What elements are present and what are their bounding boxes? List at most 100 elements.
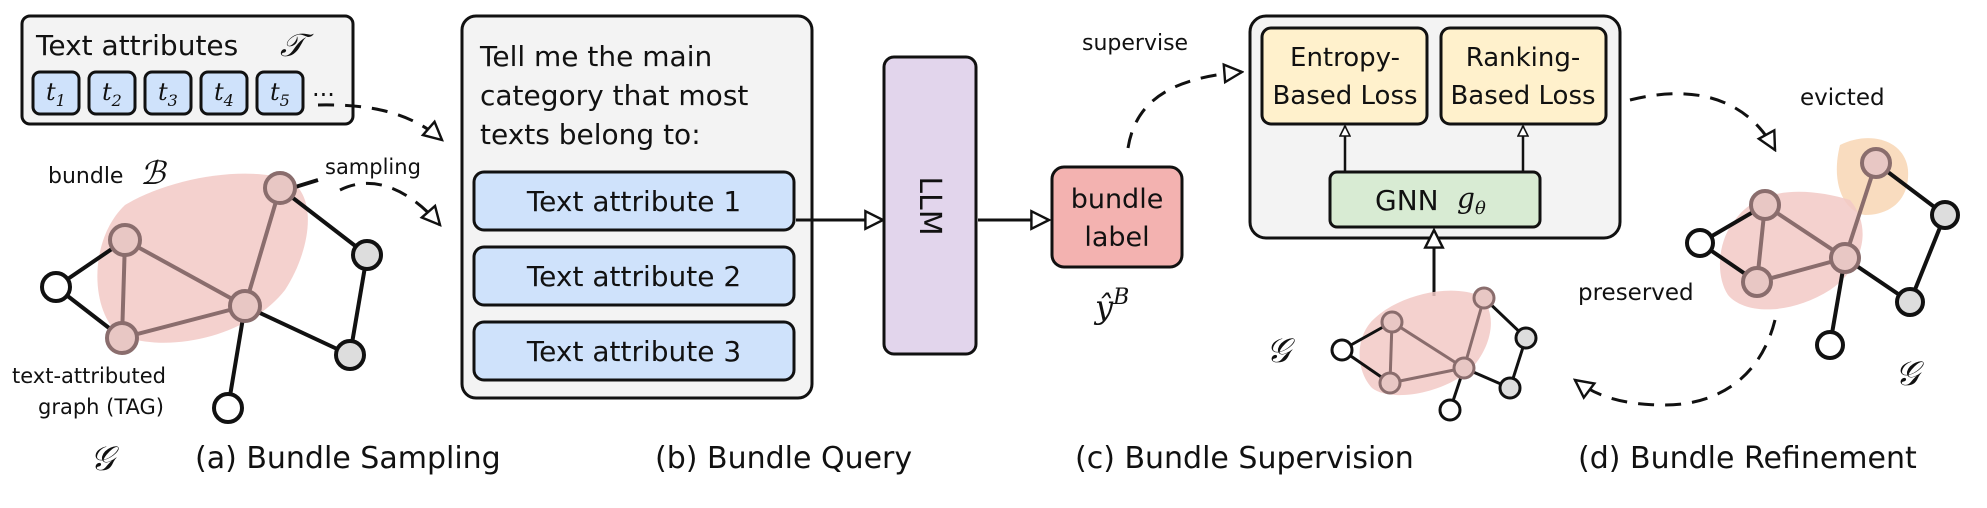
token-base: t [102,78,112,106]
token-base: t [270,78,280,106]
prompt-line-1: Tell me the main [479,40,712,73]
yhat-symbol: ŷB [1093,285,1129,326]
graph-node [1498,376,1522,400]
sampling-label: sampling [325,155,421,179]
graph-node [40,271,72,303]
token-sub: 3 [168,91,178,110]
attribute-label: Text attribute 1 [526,185,741,218]
preserved-label: preserved [1578,280,1694,306]
token-item: t4 [199,70,249,116]
graph-symbol-d: 𝒢 [1895,354,1924,394]
graph-node [1378,371,1402,395]
token-sub: 5 [280,91,290,110]
token-base: t [214,78,224,106]
graph-node [1741,266,1773,298]
ranking-loss-box [1439,26,1608,126]
attribute-label: Text attribute 2 [526,260,741,293]
graph-node [1514,326,1538,350]
token-list: t1 t2 t3 t4 t5 [31,70,305,116]
refine-arrow-top [1629,92,1777,150]
svg-text:t2: t2 [102,78,122,110]
prompt-line-2: category that most [480,79,748,112]
attribute-item: Text attribute 2 [472,245,796,307]
gnn-box [1328,170,1542,229]
graph-node [1330,338,1354,362]
bundle-symbol: ℬ [140,154,168,192]
bundle-label-line2: label [1084,222,1149,253]
graph-node [212,392,244,424]
tag-graph [40,171,383,424]
attribute-item: Text attribute 1 [472,170,796,232]
gnn-symbol: gθ [1457,182,1486,219]
graph-node [1438,398,1462,422]
ranking-line1: Ranking- [1466,43,1581,73]
supervise-label: supervise [1082,31,1188,56]
graph-node [1452,356,1476,380]
text-attributes-title: Text attributes [35,29,238,62]
graph-symbol-a: 𝒢 [90,439,119,479]
graph-node [263,171,297,205]
graph-node [1815,330,1845,360]
refine-arrow-bottom [1575,319,1777,407]
entropy-loss-box [1260,26,1429,126]
token-base: t [46,78,56,106]
graph-node [1930,200,1960,230]
token-base: t [158,78,168,106]
graph-node [105,321,139,355]
llm-label: LLM [912,176,947,235]
token-sub: 1 [56,91,66,110]
svg-text:t3: t3 [158,78,178,110]
tag-label-line1: text-attributed [12,364,166,388]
yhat-sup: B [1112,285,1129,310]
svg-text:t4: t4 [214,78,234,110]
token-sub: 2 [111,91,122,110]
attribute-label: Text attribute 3 [526,335,741,368]
graph-node [1380,310,1404,334]
token-sub: 4 [223,91,234,110]
entropy-line2: Based Loss [1272,81,1417,111]
graph-node [1895,287,1925,317]
graph-c [1330,286,1538,422]
gnn-symbol-base: g [1457,182,1475,215]
ranking-line2: Based Loss [1450,81,1595,111]
llm-box [882,55,978,356]
graph-node [228,289,262,323]
bundle-label-box [1050,165,1184,269]
tokens-to-query-arrow [317,103,442,140]
graph-node [1829,242,1861,274]
caption-b: (b) Bundle Query [655,441,912,476]
token-ellipsis: ... [312,74,335,102]
panel-d-bundle-refinement: evicted preserved 𝒢 (d) Bundle Refin [1575,85,1960,476]
token-item: t1 [31,70,81,116]
token-item: t2 [87,70,137,116]
svg-text:t5: t5 [270,78,290,110]
entropy-line1: Entropy- [1290,43,1400,73]
panel-c-bundle-supervision: bundle label ŷB supervise Entropy- Based… [1050,14,1622,476]
token-item: t5 [255,70,305,116]
yhat-base: ŷ [1093,288,1114,326]
svg-text:t1: t1 [46,78,66,110]
panel-b-bundle-query: Tell me the main category that most text… [460,14,1049,476]
graph-symbol-c: 𝒢 [1266,331,1295,371]
bundle-label-line1: bundle [1071,184,1164,215]
graph-d [1685,138,1960,360]
evicted-label: evicted [1800,85,1885,111]
graph-node [1860,147,1892,179]
caption-a: (a) Bundle Sampling [195,441,501,476]
graph-node [351,239,383,271]
sampling-arrow [339,182,440,225]
panel-a-bundle-sampling: Text attributes 𝒯 t1 t2 t3 t4 t5 [12,14,501,479]
graph-node [1749,189,1781,221]
attribute-item: Text attribute 3 [472,320,796,382]
supervise-arrow [1126,72,1242,149]
tag-label-line2: graph (TAG) [38,395,164,419]
caption-d: (d) Bundle Refinement [1578,441,1917,476]
gnn-symbol-sub: θ [1475,198,1486,219]
caption-c: (c) Bundle Supervision [1075,441,1414,476]
graph-node [1685,228,1715,258]
graph-node [334,339,366,371]
prompt-line-3: texts belong to: [480,118,701,151]
token-item: t3 [143,70,193,116]
bundle-label: bundle [48,164,123,189]
